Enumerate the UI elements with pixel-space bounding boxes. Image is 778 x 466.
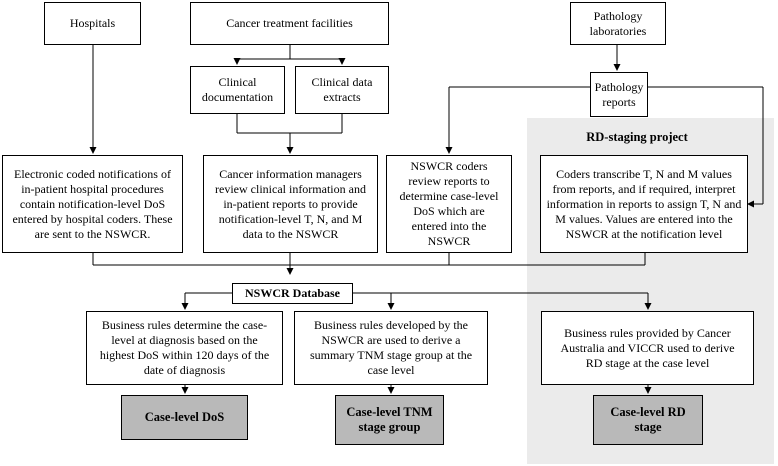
out-rd-node: Case-level RD stage	[593, 395, 703, 445]
rd-staging-title: RD-staging project	[586, 130, 688, 144]
rules-tnm-node: Business rules developed by the NSWCR ar…	[294, 311, 488, 385]
out-tnm-node: Case-level TNM stage group	[335, 395, 444, 445]
nswcr-database-node: NSWCR Database	[232, 283, 353, 304]
clinical-extracts-node: Clinical data extracts	[295, 66, 389, 114]
out-dos-node: Case-level DoS	[121, 395, 248, 440]
cim-review-node: Cancer information managers review clini…	[203, 155, 378, 253]
rules-rd-node: Business rules provided by Cancer Austra…	[541, 311, 754, 385]
electronic-notifications-node: Electronic coded notifications of in-pat…	[2, 155, 183, 253]
rules-dos-node: Business rules determine the case-level …	[86, 311, 283, 385]
pathology-labs-node: Pathology laboratories	[570, 2, 666, 45]
coders-review-node: NSWCR coders review reports to determine…	[386, 155, 512, 253]
cancer-facilities-node: Cancer treatment facilities	[190, 2, 389, 45]
hospitals-node: Hospitals	[44, 2, 141, 45]
coders-transcribe-node: Coders transcribe T, N and M values from…	[540, 155, 748, 253]
clinical-documentation-node: Clinical documentation	[190, 66, 285, 114]
pathology-reports-node: Pathology reports	[590, 72, 648, 117]
